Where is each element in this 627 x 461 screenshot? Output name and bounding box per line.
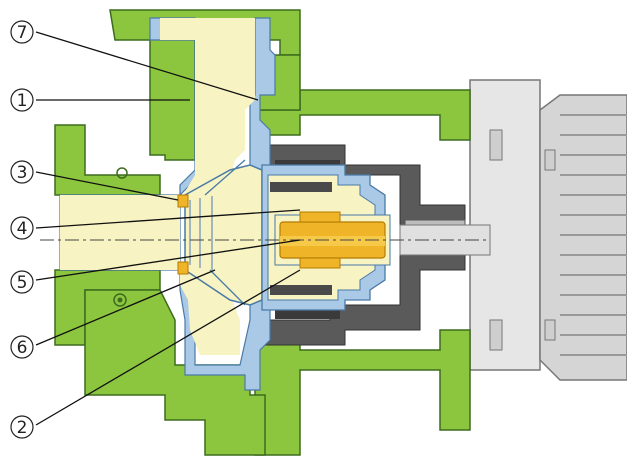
- leader-2: [35, 269, 301, 426]
- svg-text:7: 7: [17, 23, 28, 43]
- leader-4: [35, 209, 301, 229]
- callout-6: 6: [10, 335, 34, 359]
- wear-ring-lower: [177, 261, 189, 275]
- callout-7: 7: [10, 20, 34, 44]
- callout-2: 2: [10, 415, 34, 439]
- svg-text:6: 6: [17, 338, 28, 358]
- svg-text:5: 5: [17, 273, 28, 293]
- callout-4: 4: [10, 216, 34, 240]
- leader-7: [35, 31, 259, 101]
- callout-5: 5: [10, 270, 34, 294]
- callout-3: 3: [10, 160, 34, 184]
- impeller: [184, 159, 263, 306]
- wear-ring-upper: [177, 194, 189, 208]
- leader-lines: [35, 31, 301, 426]
- motor: [469, 79, 627, 381]
- spindle-bearing: [274, 211, 391, 269]
- svg-text:4: 4: [17, 219, 28, 239]
- leader-5: [35, 239, 301, 281]
- svg-text:2: 2: [17, 418, 28, 438]
- svg-text:1: 1: [17, 91, 28, 111]
- casing-liner: [59, 17, 276, 391]
- callout-1: 1: [10, 88, 34, 112]
- svg-text:3: 3: [17, 163, 28, 183]
- bracket: [254, 89, 471, 456]
- leader-6: [35, 269, 216, 346]
- leader-3: [35, 171, 179, 201]
